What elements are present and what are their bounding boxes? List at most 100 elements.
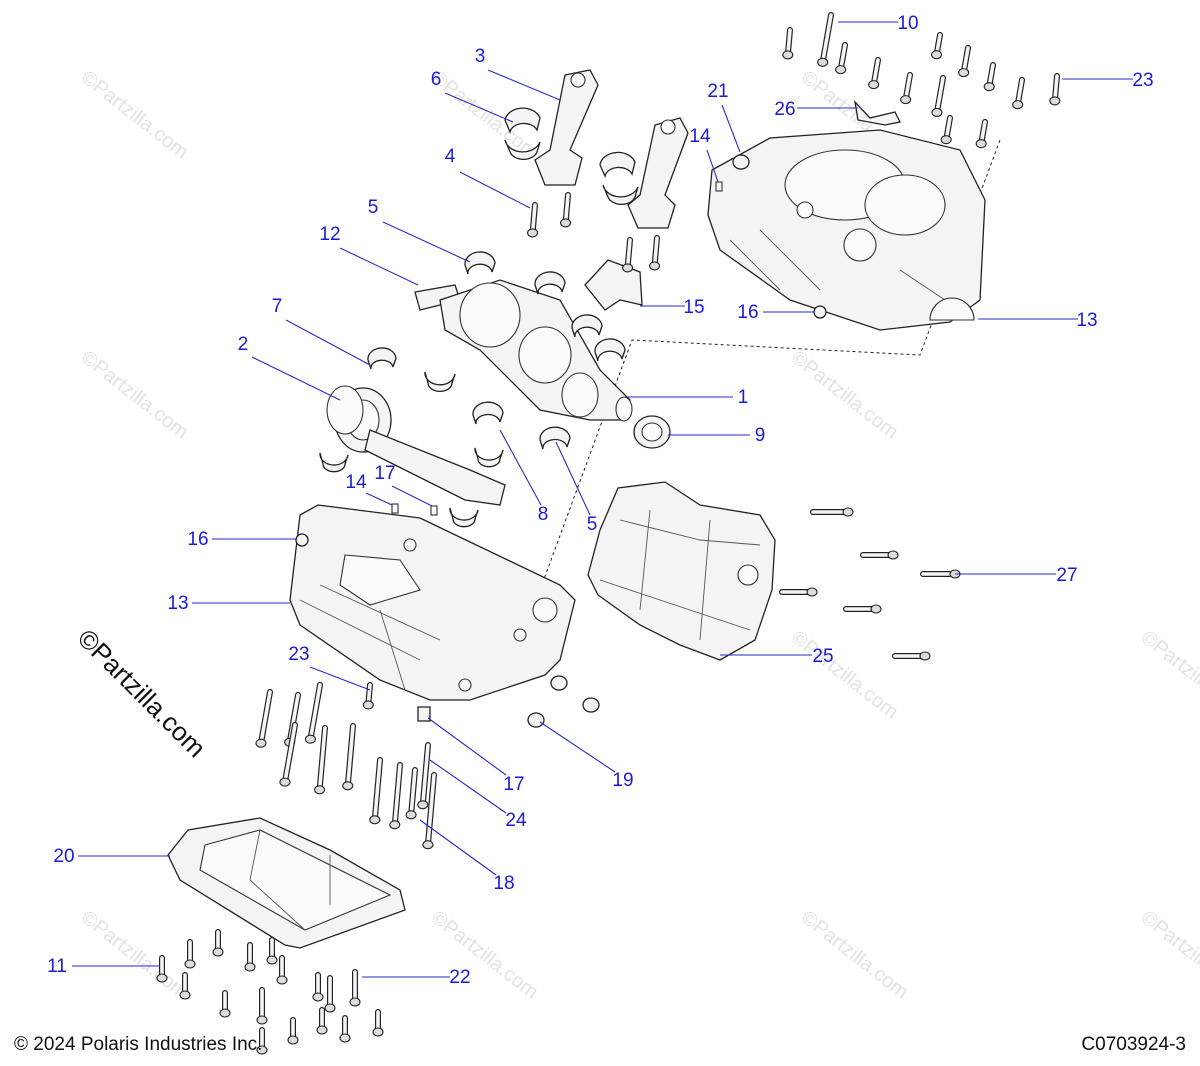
callout-number[interactable]: 13 bbox=[1076, 310, 1097, 331]
bolt bbox=[314, 725, 328, 795]
oil-seal bbox=[633, 415, 671, 449]
bolt bbox=[860, 550, 899, 560]
callout-c16a[interactable]: 16 bbox=[737, 302, 815, 323]
callout-c17a[interactable]: 17 bbox=[374, 463, 433, 507]
callout-leader-line bbox=[427, 717, 507, 776]
sensor-bracket bbox=[854, 99, 901, 126]
bolt bbox=[868, 57, 881, 90]
callout-c20[interactable]: 20 bbox=[53, 846, 170, 867]
callout-c5a[interactable]: 5 bbox=[368, 197, 471, 263]
callout-c8[interactable]: 8 bbox=[499, 429, 549, 525]
callout-c17b[interactable]: 17 bbox=[427, 717, 525, 795]
connecting-rod bbox=[534, 69, 599, 186]
callout-number[interactable]: 22 bbox=[449, 967, 470, 988]
callout-number[interactable]: 16 bbox=[737, 302, 758, 323]
callout-number[interactable]: 15 bbox=[683, 297, 704, 318]
crankshaft bbox=[414, 279, 633, 422]
callout-number[interactable]: 5 bbox=[587, 514, 598, 535]
callout-number[interactable]: 25 bbox=[812, 646, 833, 667]
callout-number[interactable]: 4 bbox=[445, 146, 456, 167]
callout-c25[interactable]: 25 bbox=[720, 646, 834, 667]
callout-c4[interactable]: 4 bbox=[445, 146, 531, 209]
callout-number[interactable]: 8 bbox=[538, 504, 549, 525]
bolt-head bbox=[868, 80, 880, 90]
callout-c6[interactable]: 6 bbox=[431, 69, 514, 123]
callout-c23a[interactable]: 23 bbox=[1062, 70, 1154, 91]
callout-c21[interactable]: 21 bbox=[707, 81, 741, 153]
callout-c24[interactable]: 24 bbox=[429, 759, 527, 831]
watermark-text: ©Partzilla.com bbox=[427, 907, 542, 1004]
callout-number[interactable]: 13 bbox=[167, 593, 188, 614]
callout-number[interactable]: 24 bbox=[505, 810, 527, 831]
callout-c10[interactable]: 10 bbox=[838, 13, 919, 34]
callout-c5b[interactable]: 5 bbox=[555, 441, 598, 535]
callout-c22[interactable]: 22 bbox=[362, 967, 471, 988]
bolt bbox=[405, 767, 418, 820]
callout-c27[interactable]: 27 bbox=[955, 565, 1078, 586]
callout-number[interactable]: 19 bbox=[612, 770, 633, 791]
plug bbox=[417, 706, 431, 722]
watermark-text: ©Partzilla.com bbox=[77, 347, 192, 444]
callout-number[interactable]: 21 bbox=[707, 81, 728, 102]
callout-number[interactable]: 26 bbox=[774, 99, 795, 120]
callout-c11[interactable]: 11 bbox=[47, 956, 160, 977]
callout-number[interactable]: 11 bbox=[47, 956, 67, 977]
callout-number[interactable]: 16 bbox=[187, 529, 208, 550]
bearing-saddle bbox=[532, 597, 558, 623]
callout-number[interactable]: 1 bbox=[738, 387, 749, 408]
callout-c9[interactable]: 9 bbox=[668, 425, 765, 446]
callout-number[interactable]: 6 bbox=[431, 69, 442, 90]
callout-leader-line bbox=[721, 104, 741, 153]
callout-c16b[interactable]: 16 bbox=[187, 529, 297, 550]
copyright-text: © 2024 Polaris Industries Inc. bbox=[14, 1034, 263, 1055]
callout-c7[interactable]: 7 bbox=[272, 296, 371, 366]
connecting-rod bbox=[627, 117, 689, 229]
callout-number[interactable]: 23 bbox=[288, 644, 309, 665]
callout-c14a[interactable]: 14 bbox=[689, 126, 719, 183]
plug bbox=[295, 533, 309, 547]
callout-c12[interactable]: 12 bbox=[319, 224, 419, 286]
dowel-pin bbox=[430, 505, 438, 516]
callout-c1[interactable]: 1 bbox=[628, 387, 748, 408]
bolt-shank-fill bbox=[935, 76, 945, 115]
callout-number[interactable]: 3 bbox=[475, 46, 486, 67]
callout-c13b[interactable]: 13 bbox=[167, 593, 290, 614]
callout-c23b[interactable]: 23 bbox=[288, 644, 371, 691]
bolt bbox=[779, 587, 818, 597]
bolt-head bbox=[870, 604, 882, 614]
callout-number[interactable]: 10 bbox=[897, 13, 918, 34]
callout-number[interactable]: 2 bbox=[238, 334, 249, 355]
watermark-text: ©Partzilla.com bbox=[797, 907, 912, 1004]
callout-c18[interactable]: 18 bbox=[419, 819, 515, 894]
watermark-text: ©Partzilla.com bbox=[1137, 627, 1200, 724]
bolt-head bbox=[244, 962, 256, 972]
callout-number[interactable]: 9 bbox=[755, 425, 766, 446]
callout-number[interactable]: 20 bbox=[53, 846, 74, 867]
nut bbox=[550, 675, 568, 691]
callout-c15[interactable]: 15 bbox=[640, 297, 705, 318]
crankcase-window bbox=[339, 554, 421, 606]
dowel-pin bbox=[715, 181, 723, 192]
callout-c3[interactable]: 3 bbox=[475, 46, 561, 101]
main-bearing-shell bbox=[571, 314, 603, 338]
callout-c14b[interactable]: 14 bbox=[345, 472, 393, 506]
callout-number[interactable]: 17 bbox=[374, 463, 395, 484]
callout-number[interactable]: 18 bbox=[493, 873, 514, 894]
callout-number[interactable]: 17 bbox=[503, 774, 524, 795]
callout-number[interactable]: 12 bbox=[319, 224, 340, 245]
callout-c2[interactable]: 2 bbox=[238, 334, 341, 401]
callout-number[interactable]: 14 bbox=[689, 126, 711, 147]
bearing-boss bbox=[796, 201, 814, 219]
callout-number[interactable]: 23 bbox=[1132, 70, 1153, 91]
callout-c19[interactable]: 19 bbox=[539, 721, 634, 791]
callout-c26[interactable]: 26 bbox=[774, 99, 858, 120]
callout-number[interactable]: 14 bbox=[345, 472, 367, 493]
callout-c13a[interactable]: 13 bbox=[978, 310, 1098, 331]
bolt-head bbox=[287, 1035, 299, 1045]
bolt bbox=[920, 569, 961, 579]
callout-number[interactable]: 7 bbox=[272, 296, 283, 317]
callout-number[interactable]: 27 bbox=[1056, 565, 1077, 586]
bolt bbox=[622, 237, 634, 273]
callout-number[interactable]: 5 bbox=[368, 197, 379, 218]
